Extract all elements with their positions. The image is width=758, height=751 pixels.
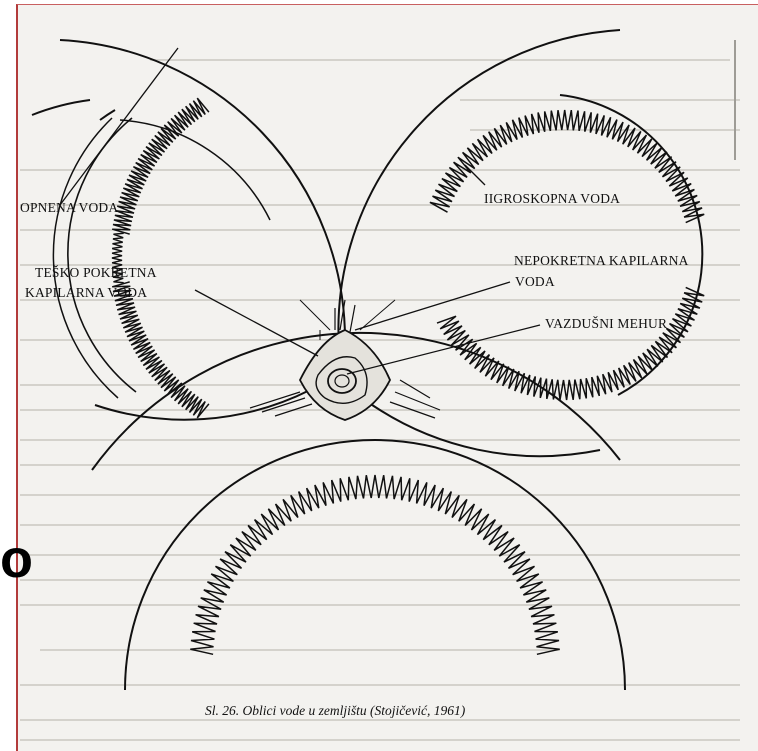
label-tesko-pokretna-line1: TEŠKO POKRETNA: [35, 264, 157, 281]
label-tesko-pokretna-line2: KAPILARNA VODA: [25, 284, 147, 301]
soil-particle-top-right: [338, 30, 702, 456]
zigzag-top-left-lower: [112, 282, 209, 418]
leader-nepokretna: [355, 282, 510, 330]
zigzag-top-left-upper: [112, 98, 209, 234]
label-vazdusni-mehur: VAZDUŠNI MEHUR: [545, 315, 667, 332]
zigzag-bottom: [190, 475, 559, 654]
hygroscopic-water-top-left: [53, 118, 136, 398]
hygroscopic-water-films: [112, 98, 704, 654]
zigzag-top-right-lower: [437, 287, 704, 400]
label-opnena-voda: OPNENA VODA: [20, 199, 118, 216]
label-higroskopna-voda: IIGROSKOPNA VODA: [484, 190, 620, 207]
figure-caption: Sl. 26. Oblici vode u zemljištu (Stojiče…: [205, 703, 465, 719]
side-glyph: o: [0, 532, 33, 586]
label-nepokretna-line2: VODA: [515, 273, 555, 290]
label-nepokretna-line1: NEPOKRETNA KAPILARNA: [514, 252, 689, 269]
